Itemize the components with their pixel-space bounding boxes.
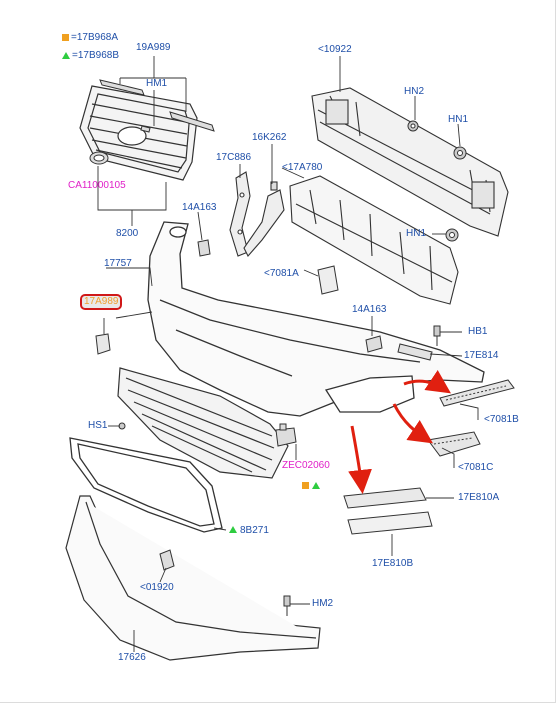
grille-surround [69,437,223,533]
bracket-7081A [317,265,339,295]
label-7081A: <7081A [264,268,299,279]
splitter [65,495,321,661]
label-10922: <10922 [318,44,352,55]
legend-item-17B968A: =17B968A [62,32,118,43]
leader-lines [97,56,479,652]
legend-text-17B968A: =17B968A [71,32,118,43]
label-7081B: <7081B [484,414,519,425]
screw-HM2 [283,595,291,616]
bracket-14A163-lower [365,335,383,353]
label-HN2: HN2 [404,86,425,97]
label-17757: 17757 [104,258,132,269]
trim-17E810A [343,487,427,509]
bracket-16K262 [243,181,285,257]
label-17C886: 17C886 [216,152,252,163]
tow-eye-cover [95,333,111,355]
label-HM1: HM1 [146,78,168,89]
label-16K262: 16K262 [252,132,287,143]
energy-absorber [289,175,459,305]
label-19A989: 19A989 [136,42,171,53]
label-17E810A: 17E810A [458,492,500,503]
bezel-7081B [439,379,515,407]
label-17E814: 17E814 [464,350,499,361]
label-CA11000105: CA11000105 [68,180,126,191]
symbol-markers [229,482,320,533]
label-HS1: HS1 [88,420,108,431]
label-HM2: HM2 [312,598,334,609]
sensor-ZEC02060 [275,423,297,447]
upper-grille [79,85,198,181]
label-HB1: HB1 [468,326,488,337]
label-17A989-highlighted: 17A989 [79,294,123,310]
clip-01920 [159,549,175,571]
nuts [407,120,467,242]
orange-square-icon [62,33,69,41]
red-arrows [348,370,451,494]
clip-HB1 [433,325,441,346]
label-HN1-upper: HN1 [448,114,469,125]
label-HN1-lower: HN1 [406,228,427,239]
bumper-reinforcement [311,87,509,237]
label-8B271: 8B271 [240,525,269,536]
bezel-7081C [427,431,481,457]
bumper-cover [147,221,485,417]
lower-grille [117,367,289,479]
label-7081C: <7081C [458,462,494,473]
label-17E810B: 17E810B [372,558,414,569]
grille-trim-strips [99,79,215,133]
label-17A780: <17A780 [282,162,323,173]
label-14A163-upper: 14A163 [182,202,217,213]
label-14A163-lower: 14A163 [352,304,387,315]
legend-item-17B968B: =17B968B [62,50,119,61]
green-triangle-icon [62,51,70,59]
trim-17E814 [397,343,433,361]
bracket-14A163-upper [197,239,211,257]
label-ZEC02060: ZEC02060 [282,460,330,471]
label-8200: 8200 [116,228,139,239]
trim-17E810B [347,511,433,535]
label-01920: <01920 [140,582,174,593]
legend-text-17B968B: =17B968B [72,50,119,61]
emblem-part [89,151,109,165]
label-17626: 17626 [118,652,146,663]
